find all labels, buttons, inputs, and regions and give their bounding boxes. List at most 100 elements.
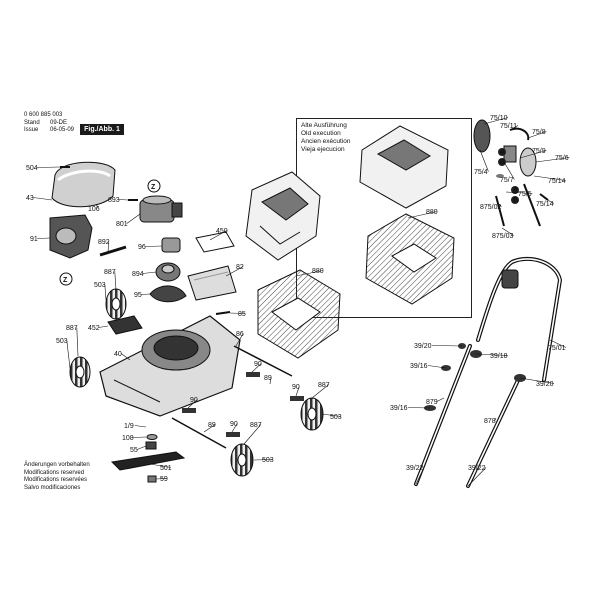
part-label-p875_02: 875/02 [480, 204, 502, 211]
part-label-p801: 801 [116, 221, 128, 228]
leader-line-p75_5 [505, 191, 533, 194]
leader-line-p39_20b [519, 377, 555, 384]
old-execution-caption: Alte Ausführung Old execution Ancien exé… [301, 122, 351, 154]
figure-label: Fig./Abb. 1 [80, 124, 124, 135]
leader-line-p75_6 [535, 157, 570, 163]
plate-450 [195, 231, 235, 253]
part-label-p19: 1/9 [124, 423, 134, 430]
cable-892 [99, 245, 127, 257]
part-label-p892: 892 [98, 239, 110, 246]
part-label-p880b: 880 [426, 209, 438, 216]
spring-90c [182, 408, 196, 413]
leader-line-p452 [98, 325, 109, 328]
part-label-p887d: 887 [250, 422, 262, 429]
part-label-p887c: 887 [318, 382, 330, 389]
leader-line-p503a [104, 284, 107, 301]
leader-line-p89a [269, 377, 272, 385]
upper-handle-75-01 [476, 256, 563, 382]
part-label-p501: 501 [160, 465, 172, 472]
switch-box-parts [473, 119, 549, 227]
leader-line-p450 [209, 230, 227, 241]
part-label-p108: 108 [122, 435, 134, 442]
issue-label: Issue [24, 127, 39, 133]
part-label-p39_16b: 39/16 [390, 405, 408, 412]
old-execution-line-fr: Ancien exécution [301, 138, 351, 145]
motor-part [139, 195, 183, 223]
leader-line-p108 [132, 436, 147, 438]
leader-line-p91 [37, 237, 51, 239]
mower-deck-40 [99, 315, 241, 417]
leader-line-p892 [107, 241, 110, 253]
leader-line-p801 [126, 213, 141, 224]
footer-note-line-en: Modifications reserved [24, 469, 85, 476]
leader-line-p39_22b [467, 467, 487, 487]
leader-line-p39_16a [427, 365, 447, 369]
adapter-55 [145, 441, 157, 450]
leader-line-p880b [407, 211, 437, 219]
leader-line-p43 [33, 197, 53, 201]
part-label-p75_10: 75/10 [490, 115, 508, 122]
leader-line-p96 [145, 245, 163, 247]
handle-knobs [424, 343, 526, 411]
bolt-85 [215, 311, 231, 315]
wheel-887-d [230, 443, 254, 477]
callout-a-1 [498, 148, 506, 156]
leader-line-p39_22a [415, 467, 425, 485]
old-execution-line-de: Alte Ausführung [301, 122, 347, 129]
fan-96 [161, 237, 181, 253]
leader-line-p90c [187, 399, 198, 409]
part-label-p55: 55 [130, 447, 138, 454]
axle-89 [171, 417, 227, 449]
part-label-p879: 879 [426, 399, 438, 406]
part-label-p39_20a: 39/20 [414, 343, 432, 350]
filter-82 [187, 265, 237, 301]
part-label-p893: 893 [108, 197, 120, 204]
leader-line-p893 [118, 199, 129, 201]
leader-line-p880a [295, 270, 323, 277]
part-number: 0 600 885 003 [24, 112, 63, 118]
part-label-pZ1: Z [151, 184, 156, 191]
leader-line-p504 [36, 166, 61, 168]
part-label-p75_5: 75/5 [518, 191, 532, 198]
part-label-p75_14b: 75/14 [536, 201, 554, 208]
leader-line-p875_03 [501, 227, 514, 236]
leader-line-p90d [231, 423, 238, 433]
part-label-pA1: A [500, 149, 505, 156]
part-label-pB2: B [513, 197, 518, 204]
leader-line-p90b [295, 386, 300, 397]
stand-label: Stand [24, 120, 40, 126]
old-catcher-basket-880 [365, 213, 455, 305]
part-label-p40: 40 [114, 351, 122, 358]
part-label-p503c: 503 [330, 414, 342, 421]
part-label-p887b: 887 [66, 325, 78, 332]
part-label-p95: 95 [134, 292, 142, 299]
part-label-p90b: 90 [292, 384, 300, 391]
callout-a-2 [511, 186, 519, 194]
part-label-p75_14a: 75/14 [548, 178, 566, 185]
old-catcher-lid-880 [359, 125, 449, 209]
leader-line-p39_18 [475, 353, 509, 356]
wheel-887-c [300, 397, 324, 431]
part-label-p91: 91 [30, 236, 38, 243]
leader-line-p503d [253, 459, 273, 461]
footer-note-line-fr: Modifications reservées [24, 477, 88, 483]
leader-line-p501 [149, 463, 171, 468]
leader-line-p75_10 [483, 117, 509, 125]
part-number-labels: 5044310691ZZ8938019689289495450828808808… [26, 115, 570, 487]
part-label-p86: 86 [236, 331, 244, 338]
part-label-p75_8: 75/8 [532, 129, 546, 136]
leader-line-p19 [134, 425, 147, 428]
part-label-p39_18: 39/18 [490, 353, 508, 360]
axle-86 [233, 345, 293, 377]
part-label-p878: 878 [484, 418, 496, 425]
leader-line-p503b [66, 340, 71, 369]
part-label-p503a: 503 [94, 282, 106, 289]
callout-z-left [59, 272, 73, 286]
part-label-p85: 85 [238, 311, 246, 318]
part-label-p82: 82 [236, 264, 244, 271]
lower-handle-879 [414, 344, 472, 486]
blade-501 [110, 451, 186, 471]
leader-line-p75_7 [503, 161, 515, 180]
